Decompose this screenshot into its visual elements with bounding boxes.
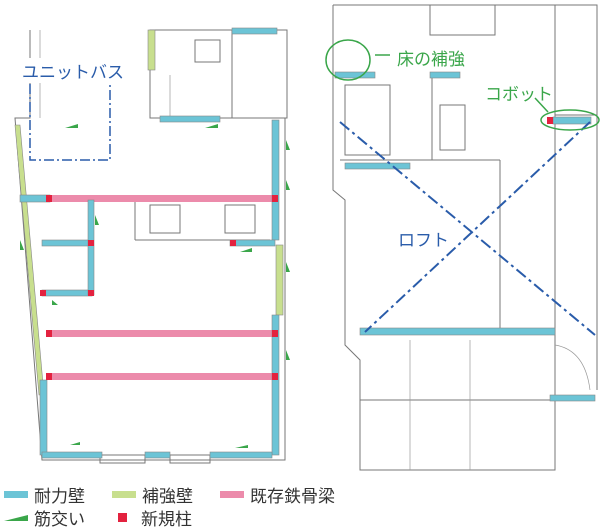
new-column-right: [547, 117, 553, 124]
reinforcing-walls: [14, 29, 284, 396]
kobot-circle: [540, 109, 600, 131]
floor-reinforce-label: 床の補強: [397, 50, 465, 70]
left-floor-plan: [14, 27, 290, 464]
legend-brace: 筋交い: [4, 505, 85, 530]
legend-label: 補強壁: [142, 487, 193, 507]
braces: [20, 124, 290, 448]
legend-label: 筋交い: [34, 510, 85, 530]
new-columns: [40, 195, 278, 380]
unit-bath-label: ユニットバス: [22, 58, 124, 83]
legend-reinforcing-wall: 補強壁: [112, 482, 193, 507]
bearing-walls-right: [334, 71, 596, 402]
legend-label: 新規柱: [141, 510, 192, 530]
legend-new-column: 新規柱: [118, 505, 192, 530]
legend-steel-beam: 既存鉄骨梁: [220, 482, 335, 507]
floor-reinforce-circle: [325, 39, 371, 81]
legend-bearing-wall: 耐力壁: [4, 482, 85, 507]
bearing-wall-swatch: [4, 491, 28, 498]
new-column-swatch: [118, 513, 127, 522]
reinforcing-wall-swatch: [112, 491, 136, 498]
right-floor-plan: [325, 4, 600, 471]
loft-label: ロフト: [398, 231, 449, 251]
kobot-label: コボット: [485, 85, 553, 105]
steel-beam-swatch: [220, 491, 244, 498]
bearing-walls: [19, 27, 280, 459]
legend-label: 耐力壁: [34, 487, 85, 507]
existing-steel-beams: [50, 195, 275, 380]
brace-icon: [4, 514, 28, 521]
legend-label: 既存鉄骨梁: [250, 487, 335, 507]
loft-diagonals: [339, 121, 596, 336]
unit-bath-outline: [29, 79, 111, 161]
